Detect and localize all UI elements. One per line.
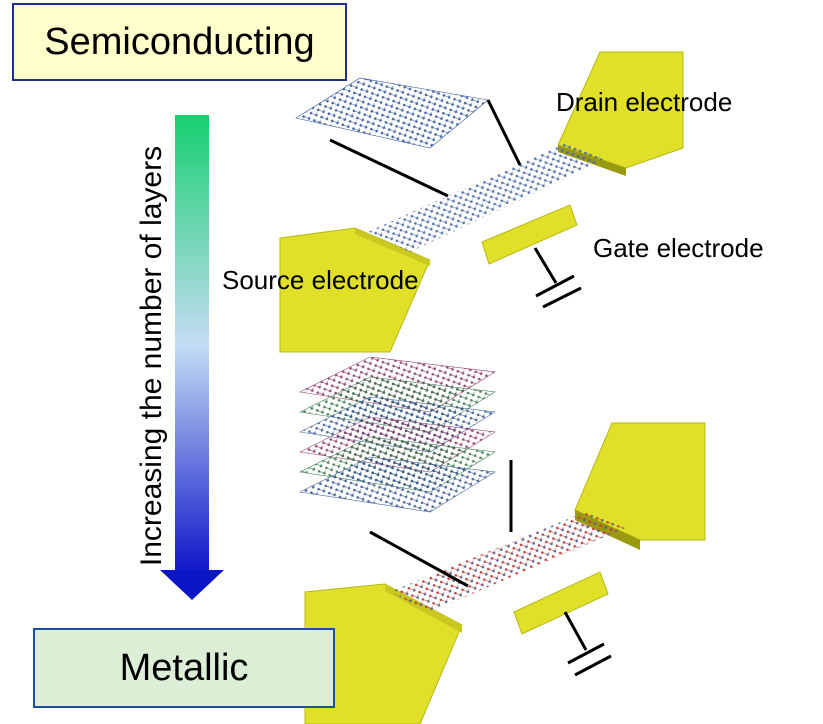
top-channel bbox=[368, 143, 605, 252]
leader-line bbox=[329, 138, 449, 198]
leader-line bbox=[369, 530, 469, 588]
semiconducting-box: Semiconducting bbox=[12, 3, 347, 81]
top-device bbox=[279, 51, 684, 353]
arrow-head bbox=[160, 570, 224, 600]
metallic-label: Metallic bbox=[119, 646, 249, 689]
bottom-drain-electrode bbox=[574, 422, 706, 541]
bottom-device bbox=[299, 356, 706, 724]
bottom-ground-symbol bbox=[563, 611, 612, 677]
source-electrode-label: Source electrode bbox=[222, 265, 419, 295]
metallic-box: Metallic bbox=[33, 628, 335, 708]
gate-electrode-label: Gate electrode bbox=[593, 233, 764, 263]
single-layer-sheet bbox=[295, 77, 489, 149]
bottom-gate-electrode bbox=[513, 571, 609, 635]
drain-electrode-label: Drain electrode bbox=[556, 87, 733, 117]
top-ground-symbol bbox=[533, 247, 582, 309]
semiconducting-label: Semiconducting bbox=[44, 20, 315, 63]
bottom-channel bbox=[390, 512, 625, 612]
layers-axis-label: Increasing the number of layers bbox=[135, 145, 168, 567]
graphene-layer bbox=[299, 456, 496, 513]
top-source-electrode bbox=[279, 227, 431, 353]
layers-arrow bbox=[160, 115, 224, 600]
arrow-shaft bbox=[175, 115, 209, 575]
leader-line bbox=[486, 99, 522, 166]
top-gate-electrode bbox=[481, 204, 578, 265]
multilayer-stack bbox=[299, 356, 496, 513]
